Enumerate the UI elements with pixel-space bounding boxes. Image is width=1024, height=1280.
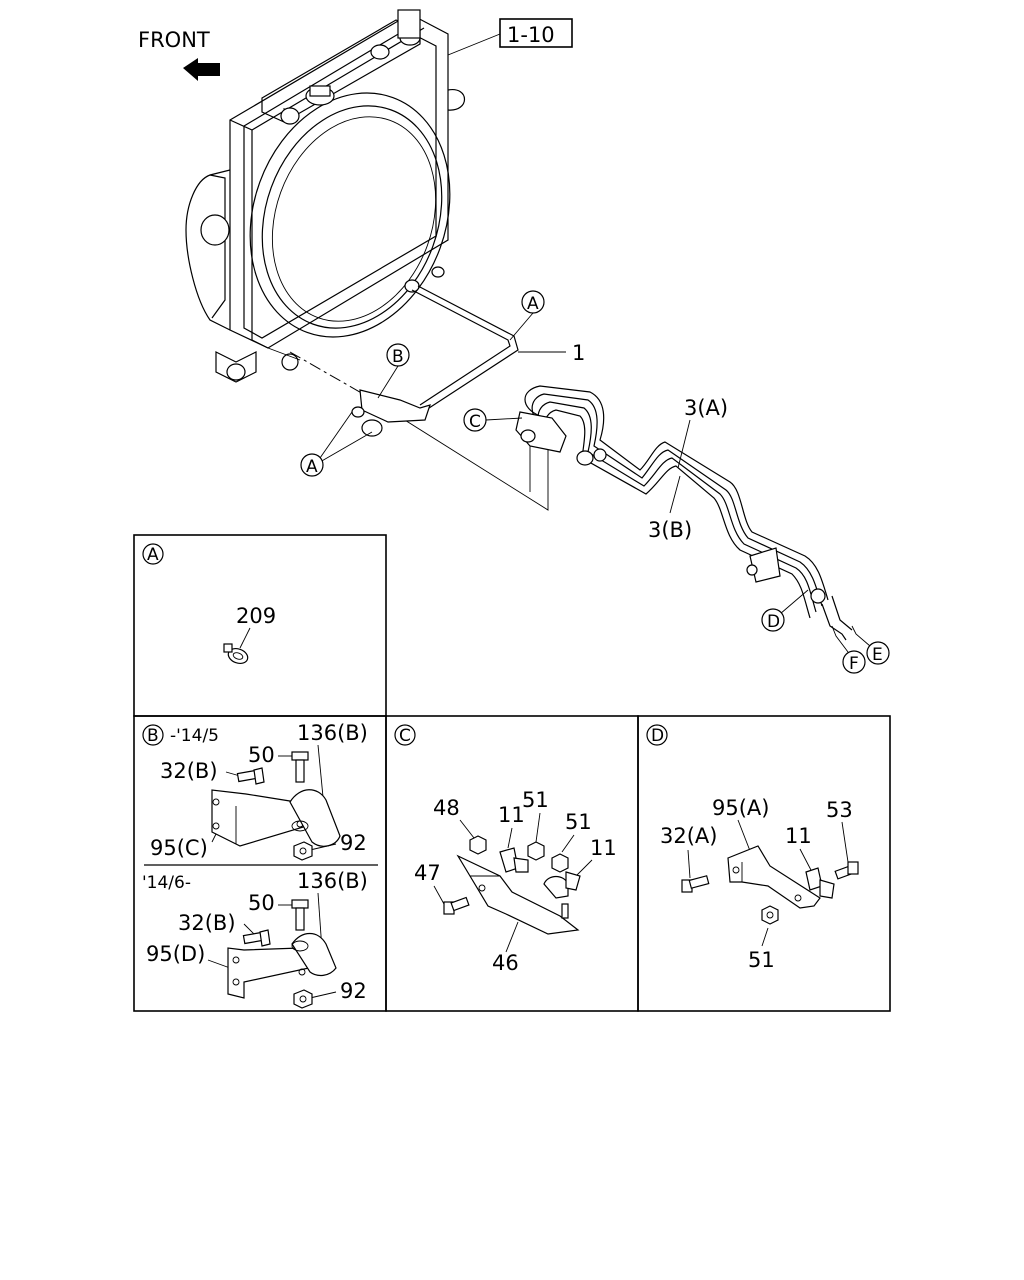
label-b-lower-50: 50 <box>248 891 275 915</box>
detail-b-lower-range: '14/6- <box>142 873 191 893</box>
oil-cooler-pipes <box>289 285 853 641</box>
label-c-51a: 51 <box>522 788 549 812</box>
callout-d: D <box>761 589 809 632</box>
label-b-lower-32b: 32(B) <box>178 911 236 935</box>
detail-b-upper-range: -'14/5 <box>170 726 219 746</box>
svg-text:A: A <box>306 457 318 477</box>
detail-c: C 48 11 51 51 11 47 46 <box>394 724 617 975</box>
label-b-upper-136b: 136(B) <box>297 721 368 745</box>
label-d-53: 53 <box>826 798 853 822</box>
reference-leader <box>447 33 501 56</box>
label-d-11: 11 <box>785 824 812 848</box>
label-b-upper-95c: 95(C) <box>150 836 208 860</box>
radiator-assembly <box>185 9 465 383</box>
front-arrow-icon <box>183 58 220 81</box>
svg-text:F: F <box>849 654 859 674</box>
hose-clamp-icon <box>223 643 249 665</box>
svg-text:B: B <box>392 347 404 367</box>
callout-b: B <box>377 343 410 399</box>
label-c-11b: 11 <box>590 836 617 860</box>
detail-c-tag: C <box>399 726 411 746</box>
reference-box <box>499 18 573 48</box>
leader-part-3a <box>677 419 691 469</box>
svg-text:A: A <box>527 294 539 314</box>
detail-d-frame <box>637 715 891 1012</box>
reference-box-label: 1-10 <box>507 23 555 47</box>
label-part-209: 209 <box>236 604 276 628</box>
callout-a-top: A <box>509 290 545 341</box>
callout-f: F <box>831 625 866 674</box>
label-part-3b: 3(B) <box>648 518 692 542</box>
label-c-11a: 11 <box>498 803 525 827</box>
leader-part-3b <box>669 475 681 514</box>
label-b-upper-92: 92 <box>340 831 367 855</box>
callout-e: E <box>851 625 890 665</box>
detail-a: A 209 <box>142 543 276 665</box>
label-b-upper-32b: 32(B) <box>160 759 218 783</box>
label-part-1: 1 <box>572 341 585 365</box>
label-b-lower-136b: 136(B) <box>297 869 368 893</box>
detail-a-tag: A <box>147 545 159 565</box>
detail-d-tag: D <box>651 726 664 746</box>
svg-text:E: E <box>872 645 883 665</box>
svg-text:D: D <box>767 612 780 632</box>
label-c-51b: 51 <box>565 810 592 834</box>
label-c-47: 47 <box>414 861 441 885</box>
detail-b: B -'14/5 136(B) 50 32(B) 95(C) 92 '14/6- <box>142 721 378 1009</box>
label-d-95a: 95(A) <box>712 796 769 820</box>
label-c-48: 48 <box>433 796 460 820</box>
label-b-lower-95d: 95(D) <box>146 942 205 966</box>
label-part-3a: 3(A) <box>684 396 728 420</box>
label-d-51: 51 <box>748 948 775 972</box>
label-b-upper-50: 50 <box>248 743 275 767</box>
callout-c: C <box>463 408 523 432</box>
label-b-lower-92: 92 <box>340 979 367 1003</box>
detail-b-tag: B <box>147 726 159 746</box>
front-label: FRONT <box>138 28 210 52</box>
detail-d: D 95(A) 53 32(A) 11 51 <box>646 724 859 972</box>
label-c-46: 46 <box>492 951 519 975</box>
svg-text:C: C <box>469 412 481 432</box>
callout-a-left: A <box>300 411 373 477</box>
label-d-32a: 32(A) <box>660 824 717 848</box>
